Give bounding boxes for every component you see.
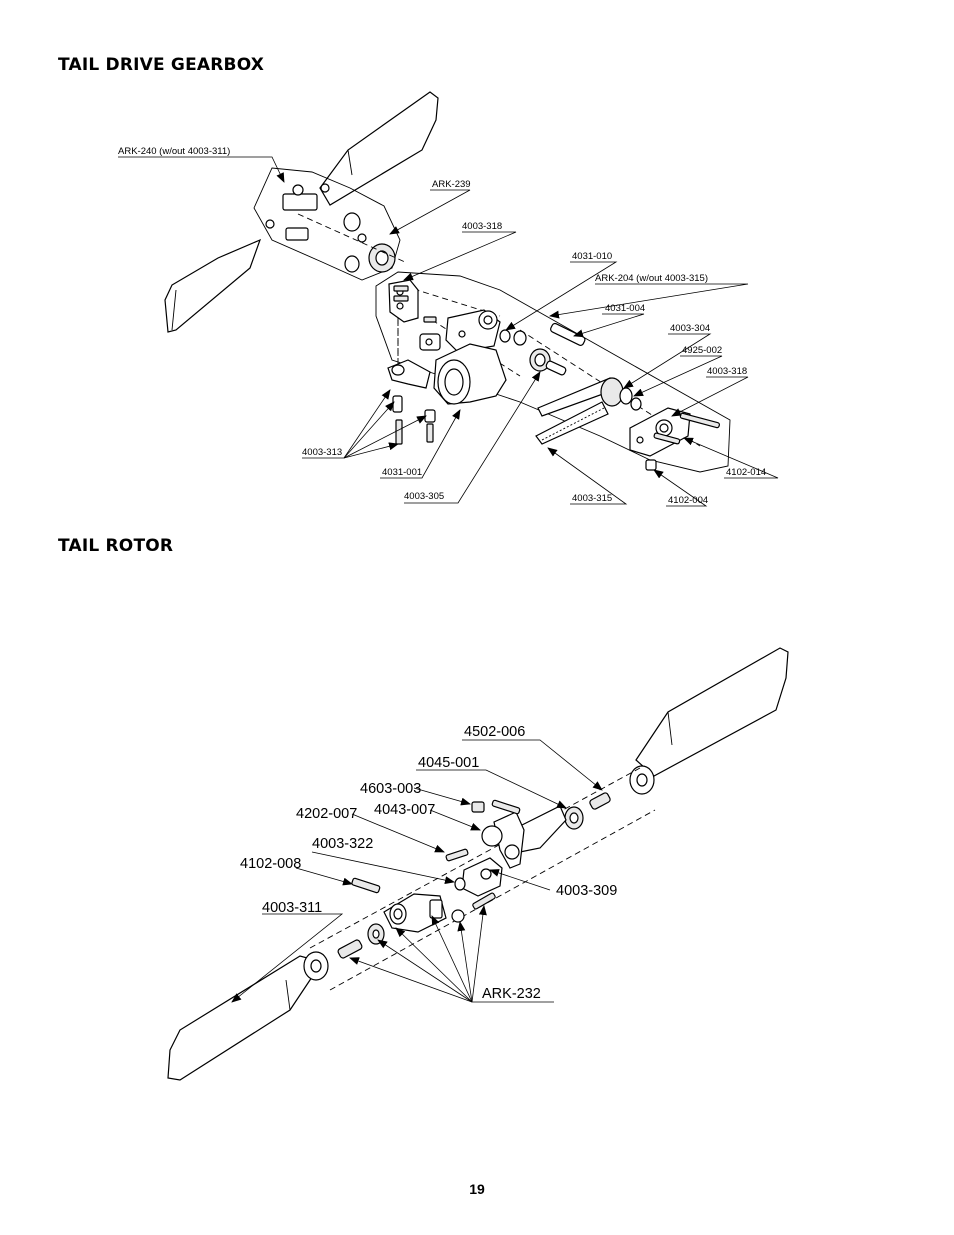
label-4102-004: 4102-004: [668, 495, 708, 506]
gearbox-upper-blade: [319, 91, 439, 206]
label-4031-004: 4031-004: [605, 303, 645, 314]
shaft-4031-004: [550, 322, 586, 346]
screw-4102-004: [645, 459, 657, 471]
label-ark-232: ARK-232: [482, 986, 541, 1002]
label-4003-318-top: 4003-318: [462, 221, 502, 232]
label-4003-309: 4003-309: [556, 883, 617, 899]
lower-screw: [337, 939, 363, 959]
label-ark-240: ARK-240 (w/out 4003-311): [118, 146, 230, 157]
bearing-4031-010: [499, 329, 511, 343]
label-4202-007: 4202-007: [296, 806, 357, 822]
rotor-upper-blade: [635, 647, 789, 777]
tail-hub-outline: [253, 167, 401, 281]
label-ark-204: ARK-204 (w/out 4003-315): [595, 273, 708, 284]
label-4603-003: 4603-003: [360, 781, 421, 797]
page-number: 19: [469, 1181, 485, 1197]
screw-4003-318-a: [393, 285, 409, 292]
rotor-lower-blade: [167, 955, 323, 1081]
drive-gear: [600, 377, 624, 407]
bearing-4003-304: [619, 387, 633, 405]
rotor-exploded-view: 4502-006 4045-001 4603-003 4043-007 4202…: [167, 647, 789, 1081]
label-4003-313: 4003-313: [302, 447, 342, 458]
label-4502-006: 4502-006: [464, 724, 525, 740]
hub-screw: [292, 184, 304, 196]
setscrew-4603-003: [471, 801, 485, 813]
rotor-blade-grip-upper: [519, 805, 567, 853]
label-4043-007: 4043-007: [374, 802, 435, 818]
label-4045-001: 4045-001: [418, 755, 479, 771]
label-4003-305: 4003-305: [404, 491, 444, 502]
label-4102-014: 4102-014: [726, 467, 766, 478]
gearbox-exploded-view: ARK-240 (w/out 4003-311) ARK-239 4003-31…: [118, 91, 779, 507]
arm-screw-a: [395, 419, 403, 445]
screw-4102-008: [351, 877, 381, 894]
screw-4003-318-b: [393, 295, 409, 302]
collar-4003-322: [454, 877, 466, 891]
label-4003-322: 4003-322: [312, 836, 373, 852]
washer-4925-002: [630, 397, 642, 411]
label-4925-002: 4925-002: [682, 345, 722, 356]
pitch-plate-ball: [343, 212, 361, 232]
screw-4502-006: [589, 792, 611, 810]
label-4003-315: 4003-315: [572, 493, 612, 504]
hub-block: [282, 193, 318, 211]
arm-spacer: [392, 395, 403, 413]
hub-block-lower: [285, 227, 309, 241]
label-4031-010: 4031-010: [572, 251, 612, 262]
gearbox-lower-blade: [164, 238, 262, 333]
screw-4202-007: [445, 848, 469, 862]
label-4003-311: 4003-311: [262, 900, 322, 916]
label-4102-008: 4102-008: [240, 856, 301, 872]
rotor-section-title: TAIL ROTOR: [58, 536, 174, 556]
ball-4043-007: [481, 825, 503, 847]
label-4003-304: 4003-304: [670, 323, 710, 334]
label-4031-001: 4031-001: [382, 467, 422, 478]
arm-screw-b: [426, 423, 434, 443]
label-ark-239: ARK-239: [432, 179, 471, 190]
label-4003-318-right: 4003-318: [707, 366, 747, 377]
gearbox-section-title: TAIL DRIVE GEARBOX: [58, 55, 265, 75]
